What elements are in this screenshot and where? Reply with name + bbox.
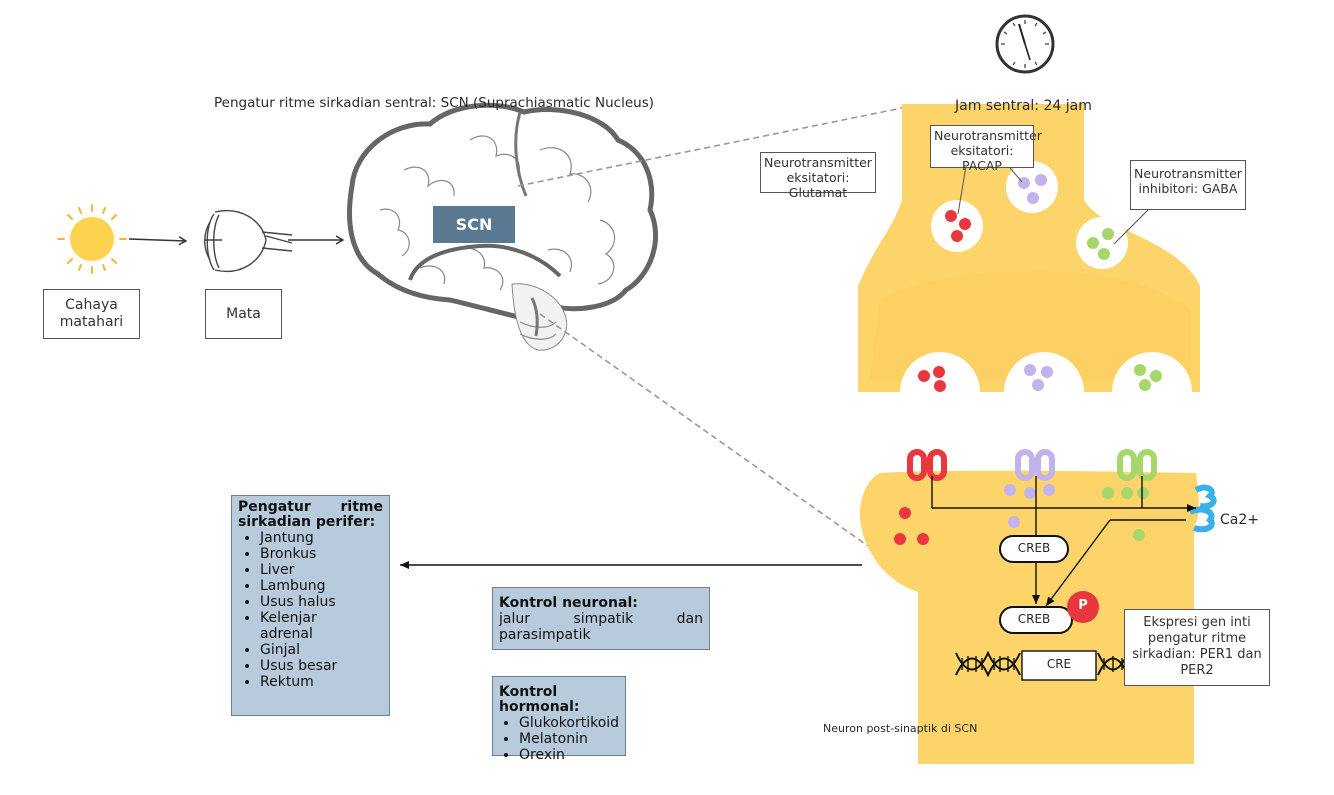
glutamate-dots [894,507,929,545]
pacap-dots [1004,484,1055,528]
calcium-channel-icon [1188,484,1217,533]
sun-icon [57,204,127,274]
pacap-vesicle [1006,161,1058,213]
hormonal-control-panel: Kontrol hormonal: Glukokortikoid Melaton… [492,676,626,763]
clock-label: Jam sentral: 24 jam [955,98,1092,114]
pacap-pointer [1009,167,1023,183]
brain-title: Pengatur ritme sirkadian sentral: SCN (S… [214,95,655,111]
peripheral-list: Jantung Bronkus Liver Lambung Usus halus… [238,530,383,690]
scn-box [433,206,515,243]
hormonal-list: Glukokortikoid Melatonin Orexin [499,715,619,763]
peripheral-title-line2: sirkadian perifer: [238,514,376,530]
gaba-vesicle [1076,217,1128,269]
release-vesicle-gaba [1112,352,1192,392]
list-item: Bronkus [260,546,383,562]
peripheral-panel: Pengatur ritme sirkadian perifer: Jantun… [231,495,390,716]
signaling-lines [931,476,1196,607]
hormonal-control-title: Kontrol hormonal: [499,684,580,715]
presynaptic-terminal [870,271,1190,380]
list-item: Lambung [260,578,383,594]
list-item: Kelenjar adrenal [260,610,330,642]
cre-label: CRE [1046,657,1072,671]
list-item: Orexin [519,747,619,763]
creb-p-label: CREB [1017,612,1051,626]
pacap-receptor-icon [1015,449,1055,481]
sunlight-label: Cahaya matahari [43,289,140,339]
phosphate-icon [1067,591,1099,623]
glutamate-receptor-icon [907,449,947,481]
postsynaptic-caption: Neuron post-sinaptik di SCN [823,722,978,735]
list-item: Rektum [260,674,383,690]
creb-pill [999,535,1069,563]
eye-icon [204,210,293,272]
neuronal-control-panel: Kontrol neuronal: jalur simpatik dan par… [492,587,710,650]
glutamate-note: Neurotransmitter eksitatori: Glutamat [760,152,876,200]
gaba-note: Neurotransmitter inhibitori: GABA [1130,160,1246,210]
neuronal-control-title: Kontrol neuronal: [499,595,638,611]
phosphate-label: P [1078,598,1088,613]
peripheral-title-left: Pengatur [238,499,311,515]
eye-label: Mata [205,289,282,339]
calcium-label: Ca2+ [1220,512,1259,528]
list-item: Glukokortikoid [519,715,619,731]
neuronal-control-line2: parasimpatik [499,627,591,643]
neuronal-word: simpatik [573,611,634,627]
glutamate-vesicle [931,200,983,252]
list-item: Liver [260,562,383,578]
cre-box [1021,650,1097,681]
scn-label: SCN [455,215,493,234]
list-item: Usus besar [260,658,383,674]
gaba-dots [1102,487,1149,541]
list-item: Jantung [260,530,383,546]
scn-zoom-line-bottom [539,313,869,547]
gaba-pointer [1113,209,1149,245]
creb-phosphorylated-pill [999,606,1073,634]
creb-label: CREB [1017,541,1051,555]
neuronal-word: dan [676,611,703,627]
list-item: Usus halus [260,594,383,610]
clock-icon [995,14,1055,74]
gaba-receptor-icon [1117,449,1157,481]
pacap-note: Neurotransmitter eksitatori: PACAP [930,125,1042,173]
sun-to-eye-arrow [128,236,188,246]
dna-icon [955,650,1129,678]
neuronal-control-line1: jalur simpatik dan [499,611,703,627]
scn-zoom-line-top [517,107,903,187]
list-item: Ginjal [260,642,383,658]
peripheral-title-right: ritme [340,499,383,515]
peripheral-title: Pengatur ritme [238,500,383,515]
neuronal-word: jalur [499,611,530,627]
list-item: Melatonin [519,731,619,747]
gene-expression-note: Ekspresi gen inti pengatur ritme sirkadi… [1124,609,1270,686]
release-vesicle-glutamate [900,352,980,392]
release-vesicle-pacap [1004,352,1084,392]
